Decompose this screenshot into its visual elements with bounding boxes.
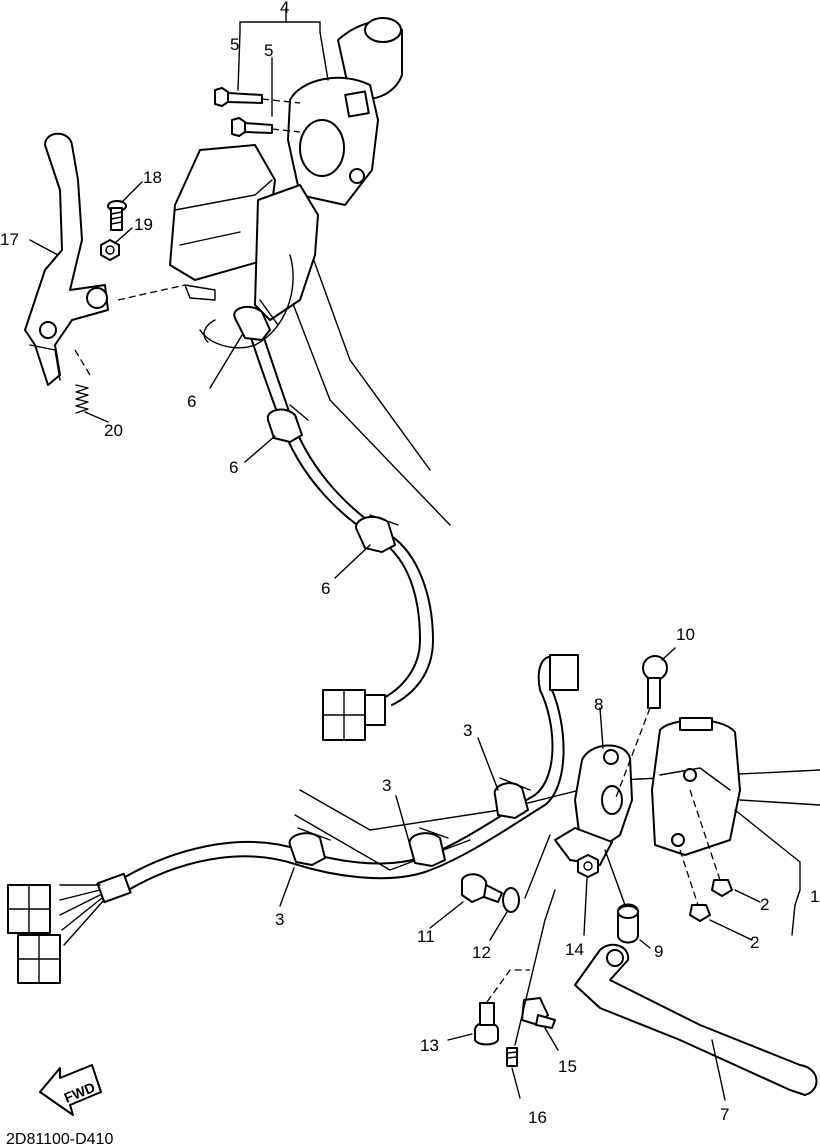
callout-10: 10 <box>676 625 695 644</box>
callout-9: 9 <box>654 942 663 961</box>
callout-6a: 6 <box>187 392 196 411</box>
screw-16 <box>506 889 556 1067</box>
fwd-arrow-icon: FWD <box>39 1064 102 1116</box>
callout-14: 14 <box>565 940 584 959</box>
upper-brake-lever <box>24 132 109 386</box>
callout-19: 19 <box>134 215 153 234</box>
leader-lines <box>29 7 801 1101</box>
pivot-bolt-18 <box>107 200 127 231</box>
callout-13: 13 <box>420 1036 439 1055</box>
callout-5a: 5 <box>230 35 239 54</box>
diagram-code: 2D81100-D410 <box>6 1131 113 1146</box>
callout-7: 7 <box>720 1105 729 1124</box>
collar-9 <box>617 903 639 944</box>
adjuster-10 <box>614 655 668 801</box>
switch-15 <box>521 997 556 1029</box>
callout-20: 20 <box>104 421 123 440</box>
callout-17: 17 <box>0 230 19 249</box>
bolt-5a <box>214 87 301 107</box>
callout-2a: 2 <box>760 895 769 914</box>
screw-2a <box>689 789 733 897</box>
screw-2b <box>679 849 711 922</box>
nut-19 <box>100 239 120 261</box>
callout-8: 8 <box>594 695 603 714</box>
callout-3a: 3 <box>463 721 472 740</box>
bolt-5b <box>231 117 301 137</box>
callout-2b: 2 <box>750 933 759 952</box>
callout-1: 1 <box>810 887 819 906</box>
washer-12 <box>502 887 520 913</box>
callout-6b: 6 <box>229 458 238 477</box>
nut-14 <box>577 854 599 878</box>
upper-handlebar-assembly <box>169 17 451 526</box>
bolt-13 <box>474 969 530 1046</box>
callout-11: 11 <box>417 927 435 946</box>
lower-cable-harness <box>7 654 579 984</box>
callout-18: 18 <box>143 168 162 187</box>
callout-15: 15 <box>558 1057 577 1076</box>
upper-cable-harness <box>233 299 434 741</box>
bolt-11 <box>461 873 503 903</box>
callout-16: 16 <box>528 1108 547 1127</box>
spring-20 <box>74 349 91 414</box>
callout-4: 4 <box>280 0 289 17</box>
lower-handlebar-assembly <box>294 717 820 1096</box>
callout-3b: 3 <box>382 776 391 795</box>
callout-6c: 6 <box>321 579 330 598</box>
callout-3c: 3 <box>275 910 284 929</box>
callout-12: 12 <box>472 943 491 962</box>
callout-5b: 5 <box>264 41 273 60</box>
